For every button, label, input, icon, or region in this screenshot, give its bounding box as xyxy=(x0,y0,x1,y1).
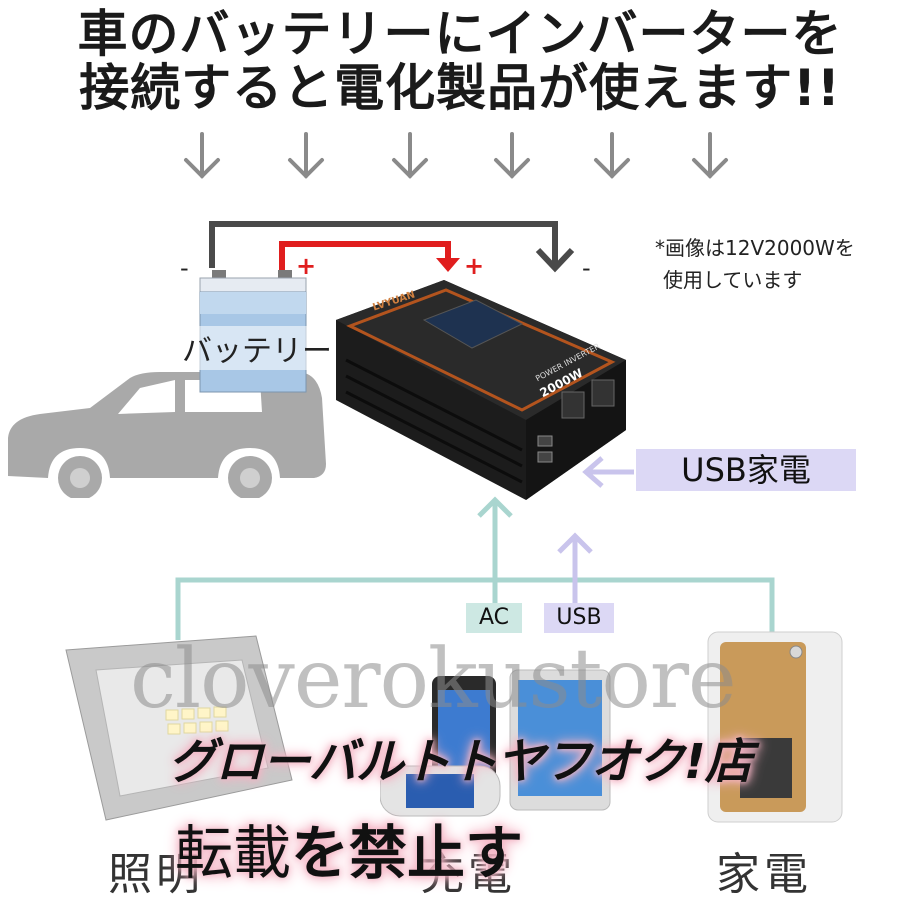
down-arrow-icon xyxy=(288,132,324,179)
usb-port-icon xyxy=(537,451,553,463)
ac-tag: AC xyxy=(466,603,522,633)
usb-appliance-arrow xyxy=(582,456,634,488)
heater-image xyxy=(707,631,843,823)
down-arrow-icon xyxy=(594,132,630,179)
overlay-shop-name: グローバルトトヤフオク!店 xyxy=(168,734,752,790)
ac-up-arrow-icon xyxy=(477,496,513,518)
charging-devices-image xyxy=(380,669,611,817)
headline-line-1: 車のバッテリーにインバーターを xyxy=(77,5,843,63)
usb-port-icon xyxy=(537,435,553,447)
ac-socket-icon xyxy=(561,391,585,419)
ac-socket-icon xyxy=(591,379,615,407)
note-line-2: 使用しています xyxy=(663,268,803,292)
usb-up-arrow-icon xyxy=(557,532,593,554)
overlay-no-reprint: 転載を禁止す xyxy=(175,806,523,890)
battery-plus-sign: + xyxy=(296,252,317,280)
usb-appliance-tag: USB家電 xyxy=(636,449,856,491)
inverter-minus-sign: - xyxy=(582,254,591,282)
category-charging: 充電 xyxy=(420,849,516,900)
inverter-plus-sign: + xyxy=(464,252,485,280)
usb-tag: USB xyxy=(544,603,614,633)
wires xyxy=(209,221,575,273)
battery-label: バッテリー xyxy=(178,326,336,370)
minus-wire-arrow-icon xyxy=(535,247,575,273)
down-arrow-icon xyxy=(494,132,530,179)
watermark-text: cloverokustore xyxy=(130,632,737,727)
down-arrow-icon xyxy=(692,132,728,179)
power-inverter xyxy=(336,280,626,500)
left-arrow-icon xyxy=(582,456,604,488)
category-appliance: 家電 xyxy=(716,849,812,900)
headline-line-2: 接続すると電化製品が使えます!! xyxy=(79,59,841,117)
category-lighting: 照明 xyxy=(108,849,204,900)
overlay-no-reprint-part-1: 転載 xyxy=(175,819,292,887)
down-arrows-row xyxy=(184,132,728,179)
overlay-no-reprint-part-2: を禁止す xyxy=(291,819,524,887)
battery-minus-sign: - xyxy=(180,254,189,282)
floodlight-image xyxy=(65,635,293,821)
down-arrow-icon xyxy=(184,132,220,179)
note-line-1: *画像は12V2000Wを xyxy=(655,236,855,260)
down-arrow-icon xyxy=(392,132,428,179)
plus-wire-arrow-icon xyxy=(436,258,460,272)
note-text: *画像は12V2000Wを 使用しています xyxy=(655,232,855,296)
